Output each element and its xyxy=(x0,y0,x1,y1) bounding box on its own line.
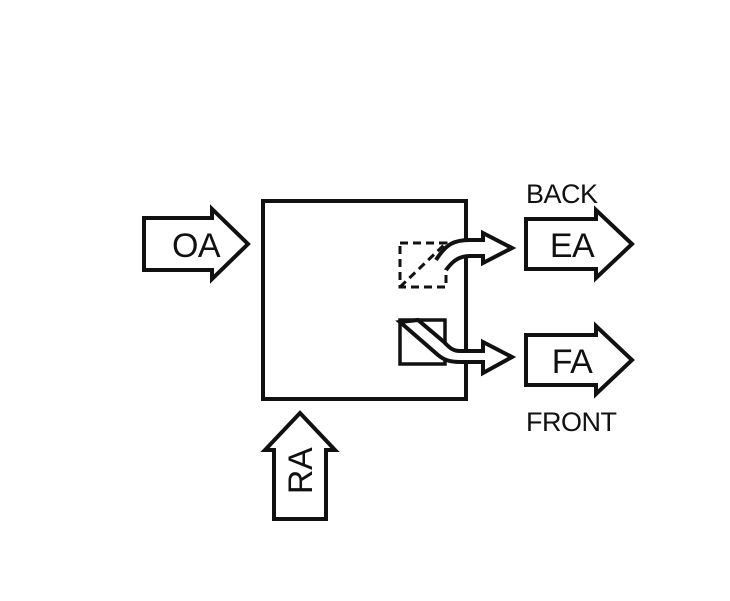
back-label: BACK xyxy=(526,179,598,209)
front-label: FRONT xyxy=(526,407,616,437)
ra-label: RA xyxy=(282,447,320,494)
front-outlet-arrow xyxy=(395,317,517,377)
oa-arrow: OA xyxy=(142,204,251,284)
ea-label: EA xyxy=(550,227,595,265)
ea-arrow: EA xyxy=(524,205,635,283)
fa-label: FA xyxy=(552,343,593,381)
unit-box xyxy=(261,199,468,401)
back-outlet-arrow xyxy=(434,229,517,272)
oa-label: OA xyxy=(172,227,221,265)
fa-arrow: FA xyxy=(524,321,635,399)
ra-arrow: RA xyxy=(260,410,340,521)
